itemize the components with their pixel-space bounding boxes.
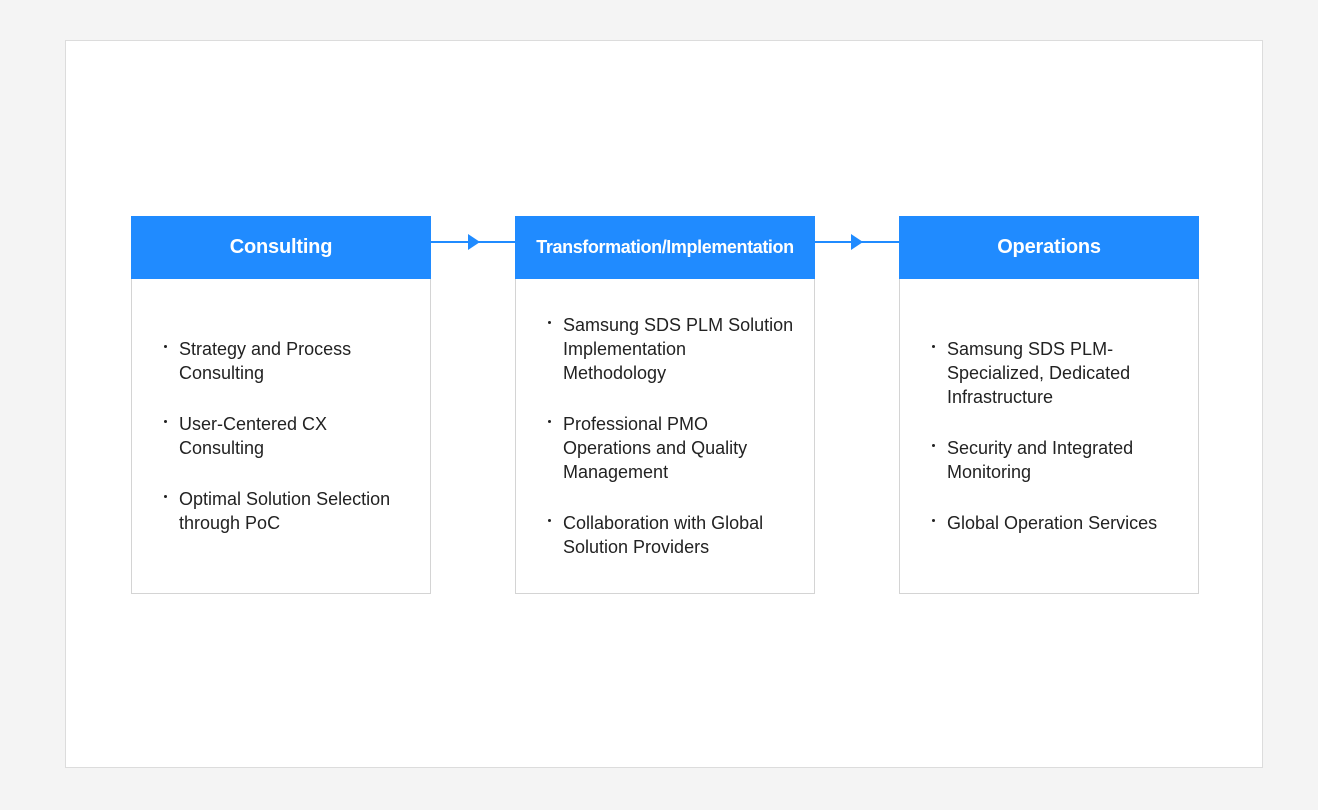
list-item: Professional PMO Operations and Quality … xyxy=(546,412,794,484)
stage-body: Strategy and Process Consulting User-Cen… xyxy=(131,279,431,594)
list-item-text: Samsung SDS PLM Solution Implementation … xyxy=(563,315,794,383)
bullet-icon xyxy=(164,345,167,348)
list-item-text: Optimal Solution Selection through PoC xyxy=(179,489,391,533)
list-item-text: Collaboration with Global Solution Provi… xyxy=(563,513,764,557)
list-item: Collaboration with Global Solution Provi… xyxy=(546,511,794,559)
bullet-icon xyxy=(548,420,551,423)
bullet-icon xyxy=(932,444,935,447)
bullet-icon xyxy=(164,420,167,423)
stage-body: Samsung SDS PLM-Specialized, Dedicated I… xyxy=(899,279,1199,594)
arrow-right-icon xyxy=(431,234,516,250)
stage-title: Transformation/Implementation xyxy=(515,216,815,279)
stage-operations: Operations Samsung SDS PLM-Specialized, … xyxy=(899,216,1199,594)
stage-item-list: Samsung SDS PLM Solution Implementation … xyxy=(546,313,794,559)
list-item-text: Security and Integrated Monitoring xyxy=(947,438,1134,482)
bullet-icon xyxy=(164,495,167,498)
list-item: Global Operation Services xyxy=(930,511,1178,535)
list-item-text: Strategy and Process Consulting xyxy=(179,339,352,383)
list-item-text: Professional PMO Operations and Quality … xyxy=(563,414,748,482)
list-item: Samsung SDS PLM Solution Implementation … xyxy=(546,313,794,385)
stage-item-list: Strategy and Process Consulting User-Cen… xyxy=(162,337,410,535)
list-item: Strategy and Process Consulting xyxy=(162,337,410,385)
list-item: Samsung SDS PLM-Specialized, Dedicated I… xyxy=(930,337,1178,409)
list-item-text: Samsung SDS PLM-Specialized, Dedicated I… xyxy=(947,339,1131,407)
diagram-frame xyxy=(65,40,1263,768)
stage-title: Operations xyxy=(899,216,1199,279)
list-item-text: Global Operation Services xyxy=(947,513,1158,533)
list-item: Optimal Solution Selection through PoC xyxy=(162,487,410,535)
stage-consulting: Consulting Strategy and Process Consulti… xyxy=(131,216,431,594)
bullet-icon xyxy=(548,519,551,522)
list-item: Security and Integrated Monitoring xyxy=(930,436,1178,484)
list-item: User-Centered CX Consulting xyxy=(162,412,410,460)
stage-title: Consulting xyxy=(131,216,431,279)
stage-body: Samsung SDS PLM Solution Implementation … xyxy=(515,279,815,594)
bullet-icon xyxy=(932,519,935,522)
arrow-right-icon xyxy=(815,234,900,250)
list-item-text: User-Centered CX Consulting xyxy=(179,414,328,458)
bullet-icon xyxy=(548,321,551,324)
stage-transformation-implementation: Transformation/Implementation Samsung SD… xyxy=(515,216,815,594)
bullet-icon xyxy=(932,345,935,348)
stage-item-list: Samsung SDS PLM-Specialized, Dedicated I… xyxy=(930,337,1178,535)
